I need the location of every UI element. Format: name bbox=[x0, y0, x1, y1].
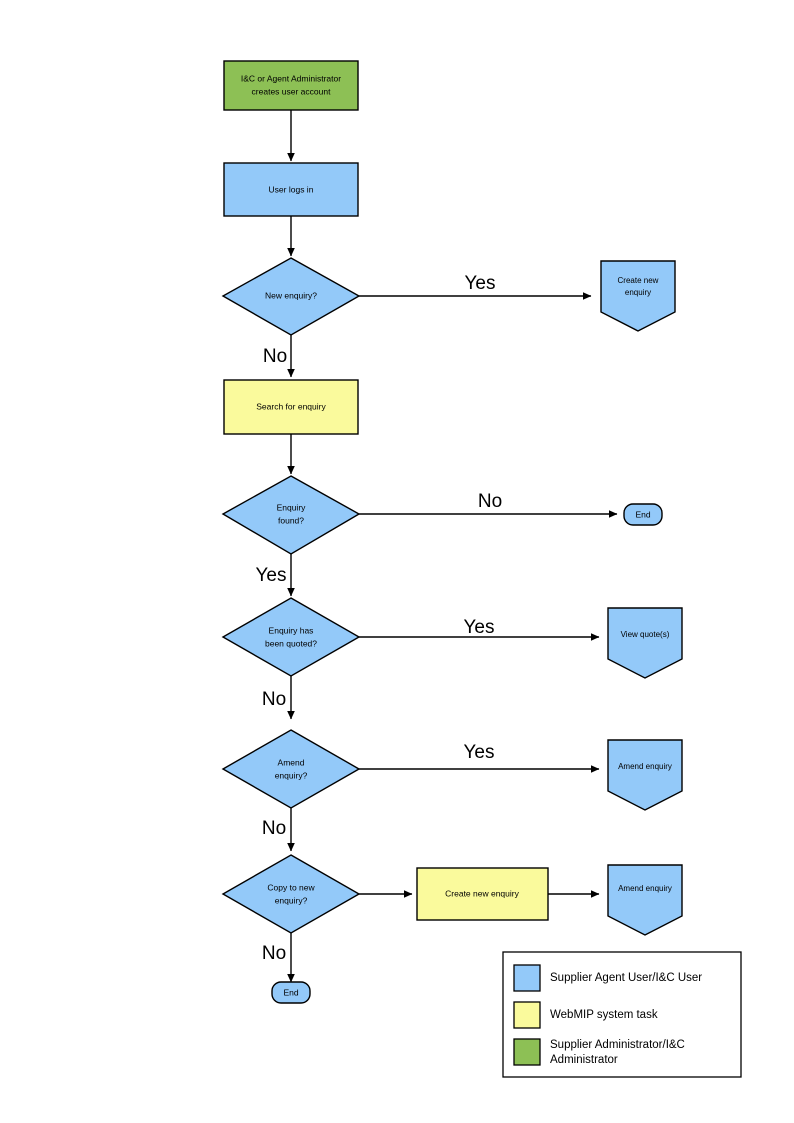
create-new-enquiry-manual-label-line1: Create new bbox=[618, 276, 659, 285]
legend-label-system-task: WebMIP system task bbox=[550, 1009, 658, 1021]
node-amend-enquiry-manual[interactable]: Amend enquiry bbox=[607, 739, 683, 811]
node-amend-enquiry-copy[interactable]: Amend enquiry bbox=[607, 864, 683, 936]
legend-label-actor-user: Supplier Agent User/I&C User bbox=[550, 972, 702, 984]
node-amend-enquiry-decision[interactable]: Amend enquiry? bbox=[221, 729, 361, 809]
node-end-not-found[interactable]: End bbox=[623, 503, 663, 526]
create-new-enquiry-task-shape bbox=[416, 867, 549, 921]
legend-label-administrator-line2: Administrator bbox=[550, 1054, 618, 1066]
edge-label-quoted-no: No bbox=[262, 689, 286, 710]
node-create-new-enquiry-manual[interactable]: Create new enquiry bbox=[600, 260, 676, 332]
node-end-final[interactable]: End bbox=[271, 981, 311, 1004]
create-new-enquiry-task-label: Create new enquiry bbox=[445, 888, 519, 898]
amend-enquiry-manual-label: Amend enquiry bbox=[618, 762, 672, 771]
end-final-shape bbox=[271, 981, 311, 1004]
end-final-label: End bbox=[283, 987, 298, 997]
node-search-for-enquiry[interactable]: Search for enquiry bbox=[223, 379, 359, 435]
node-copy-to-new-enquiry-decision[interactable]: Copy to new enquiry? bbox=[221, 854, 361, 934]
edge-label-amend-no: No bbox=[262, 818, 286, 839]
node-new-enquiry-decision[interactable]: New enquiry? bbox=[221, 257, 361, 336]
amend-enquiry-manual-shape bbox=[607, 739, 683, 811]
end-not-found-shape bbox=[623, 503, 663, 526]
legend-swatch-administrator bbox=[513, 1038, 541, 1066]
create-new-enquiry-manual-shape bbox=[600, 260, 676, 332]
enquiry-quoted-decision-shape bbox=[221, 597, 361, 677]
edge-label-new-enquiry-yes: Yes bbox=[465, 273, 496, 294]
user-logs-in-shape bbox=[223, 162, 359, 217]
view-quotes-shape bbox=[607, 607, 683, 679]
new-enquiry-decision-label: New enquiry? bbox=[265, 290, 317, 300]
admin-creates-account-shape bbox=[223, 60, 359, 111]
node-enquiry-found-decision[interactable]: Enquiry found? bbox=[221, 475, 361, 555]
edge-label-found-yes: Yes bbox=[256, 565, 287, 586]
search-for-enquiry-label: Search for enquiry bbox=[256, 401, 326, 411]
enquiry-found-decision-label-line2: found? bbox=[278, 515, 304, 525]
edge-label-found-no: No bbox=[478, 491, 502, 512]
edge-label-new-enquiry-no: No bbox=[263, 346, 287, 367]
node-user-logs-in[interactable]: User logs in bbox=[223, 162, 359, 217]
legend-swatch-system-task bbox=[513, 1001, 541, 1029]
edge-label-quoted-yes: Yes bbox=[464, 617, 495, 638]
enquiry-quoted-decision-label-line2: been quoted? bbox=[265, 638, 317, 648]
legend-frame bbox=[502, 951, 742, 1078]
node-create-new-enquiry-task[interactable]: Create new enquiry bbox=[416, 867, 549, 921]
amend-enquiry-copy-shape bbox=[607, 864, 683, 936]
enquiry-found-decision-shape bbox=[221, 475, 361, 555]
edge-label-copy-no: No bbox=[262, 943, 286, 964]
amend-enquiry-copy-label: Amend enquiry bbox=[618, 884, 672, 893]
create-new-enquiry-manual-label-line2: enquiry bbox=[625, 288, 651, 297]
end-not-found-label: End bbox=[635, 509, 650, 519]
search-for-enquiry-shape bbox=[223, 379, 359, 435]
new-enquiry-decision-shape bbox=[221, 257, 361, 336]
legend-label-administrator-line1: Supplier Administrator/I&C bbox=[550, 1039, 685, 1051]
node-admin-creates-account[interactable]: I&C or Agent Administrator creates user … bbox=[223, 60, 359, 111]
view-quotes-label: View quote(s) bbox=[621, 630, 670, 639]
node-view-quotes[interactable]: View quote(s) bbox=[607, 607, 683, 679]
copy-to-new-enquiry-decision-shape bbox=[221, 854, 361, 934]
copy-to-new-enquiry-decision-label-line1: Copy to new bbox=[267, 882, 315, 892]
admin-creates-account-label-line1: I&C or Agent Administrator bbox=[241, 73, 341, 83]
amend-enquiry-decision-label-line2: enquiry? bbox=[275, 770, 308, 780]
edge-label-amend-yes: Yes bbox=[464, 742, 495, 763]
enquiry-quoted-decision-label-line1: Enquiry has bbox=[269, 625, 314, 635]
user-logs-in-label: User logs in bbox=[269, 184, 314, 194]
edge-labels: Yes No No Yes Yes No Yes No No bbox=[256, 273, 503, 964]
legend: Supplier Agent User/I&C User WebMIP syst… bbox=[502, 951, 742, 1078]
legend-swatch-actor-user bbox=[513, 964, 541, 992]
edges bbox=[287, 110, 618, 983]
amend-enquiry-decision-shape bbox=[221, 729, 361, 809]
admin-creates-account-label-line2: creates user account bbox=[252, 86, 332, 96]
copy-to-new-enquiry-decision-label-line2: enquiry? bbox=[275, 895, 308, 905]
node-enquiry-quoted-decision[interactable]: Enquiry has been quoted? bbox=[221, 597, 361, 677]
amend-enquiry-decision-label-line1: Amend bbox=[278, 757, 305, 767]
enquiry-found-decision-label-line1: Enquiry bbox=[277, 502, 307, 512]
